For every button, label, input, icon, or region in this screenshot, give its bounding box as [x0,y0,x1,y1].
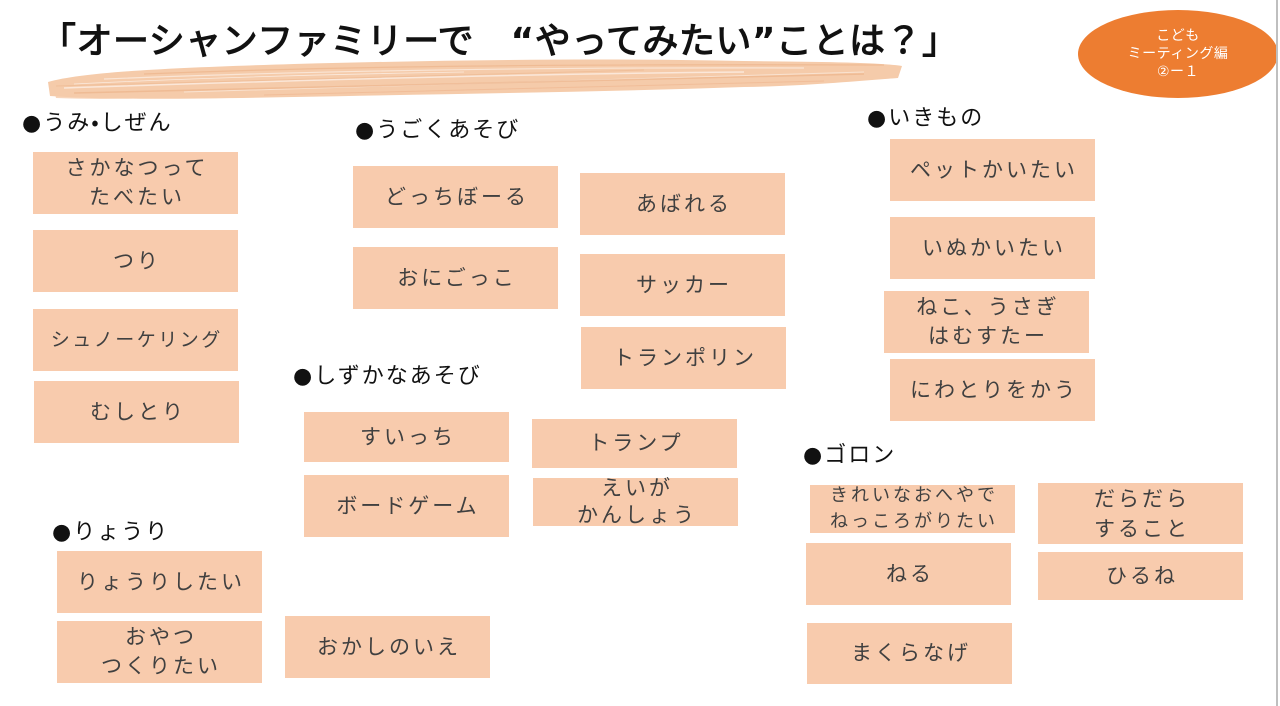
idea-card: ペットかいたい [890,139,1095,201]
idea-card: サッカー [580,254,785,316]
idea-card-text: サッカー [636,272,732,297]
idea-card-text: ねこ、うさぎ はむすたー [916,295,1060,348]
idea-card-text: まくらなげ [851,641,971,665]
page-title: 「オーシャンファミリーで “やってみたい”ことは？」 [40,21,959,62]
idea-card: トランポリン [581,327,786,389]
idea-card-text: トランプ [588,431,684,455]
idea-card: まくらなげ [807,623,1012,684]
idea-card-text: ペットかいたい [910,157,1078,182]
idea-card-text: いぬかいたい [922,235,1066,260]
idea-card: ひるね [1038,552,1243,600]
idea-card-text: きれいなおへやで ねっころがりたい [830,485,998,532]
idea-card-text: おやつ つくりたい [101,625,221,678]
idea-card: りょうりしたい [57,551,262,613]
badge-line: こども [1156,28,1200,44]
idea-card-text: どっちぼーる [385,184,529,209]
idea-card-text: トランポリン [613,345,757,370]
idea-card: きれいなおへやで ねっころがりたい [810,485,1015,533]
group-heading: ●りょうり [52,520,170,545]
group-heading: ●ゴロン [803,443,897,468]
idea-card: さかなつって たべたい [33,152,238,214]
idea-card: ボードゲーム [304,475,509,537]
idea-card-text: えいが かんしょう [577,476,697,527]
idea-card: つり [33,230,238,292]
idea-card-text: ボードゲーム [336,493,480,518]
idea-card-text: あばれる [636,191,732,216]
group-heading: ●うみ・しぜん [22,111,173,136]
idea-card: にわとりをかう [890,359,1095,421]
idea-card: だらだら すること [1038,483,1243,544]
idea-card: むしとり [34,381,239,443]
idea-card-text: シュノーケリング [50,328,223,351]
idea-card-text: さかなつって たべたい [65,156,209,209]
idea-card-text: おかしのいえ [317,634,461,659]
idea-card-text: つり [113,248,161,273]
group-heading: ●いきもの [867,106,985,131]
idea-card: トランプ [532,419,737,468]
idea-card: すいっち [304,412,509,462]
idea-card: どっちぼーる [353,166,558,228]
idea-card: ねこ、うさぎ はむすたー [884,291,1089,353]
idea-card-text: ねる [886,561,934,586]
idea-card-text: ひるね [1106,563,1178,588]
idea-card: いぬかいたい [890,217,1095,279]
idea-card-text: おにごっこ [397,265,517,290]
group-heading: ●うごくあそび [355,118,521,143]
idea-card-text: りょうりしたい [77,569,245,594]
badge-line: ②ー１ [1156,64,1200,80]
idea-card-text: だらだら すること [1094,486,1190,541]
idea-card-text: にわとりをかう [910,377,1078,402]
section-badge: こども ミーティング編 ②ー１ [1078,10,1278,98]
idea-card: あばれる [580,173,785,235]
brush-stroke-decoration [48,59,902,99]
badge-line: ミーティング編 [1127,46,1229,62]
idea-card: シュノーケリング [33,309,238,371]
idea-card: おやつ つくりたい [57,621,262,683]
idea-card: ねる [806,543,1011,605]
group-heading: ●しずかなあそび [293,364,482,389]
idea-card-text: むしとり [90,399,186,424]
idea-card: えいが かんしょう [533,476,738,527]
idea-card: おかしのいえ [285,616,490,678]
slide-edge-divider [1276,0,1278,706]
idea-card-text: すいっち [360,424,456,449]
idea-card: おにごっこ [353,247,558,309]
